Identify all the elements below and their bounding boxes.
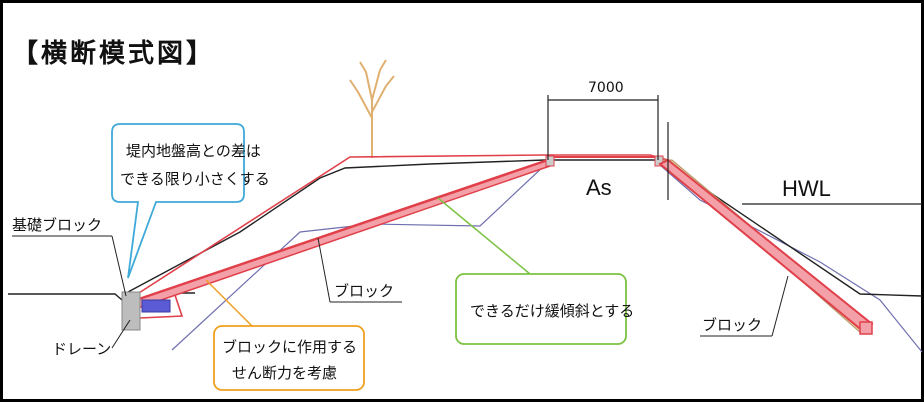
callout-blue-line-2: できる限り小さくする — [120, 170, 270, 188]
crest-block-right — [654, 155, 664, 167]
label-block-center: ブロック — [334, 282, 394, 300]
revetment-riverside — [658, 158, 874, 335]
label-foundation-block: 基礎ブロック — [12, 216, 102, 234]
callout-green: できるだけ緩傾斜とする — [437, 197, 634, 345]
callout-blue: 堤内地盤高との差は できる限り小さくする — [111, 123, 270, 279]
drain — [141, 299, 171, 313]
callout-orange-line-2: せん断力を考慮 — [232, 364, 337, 382]
label-block-right: ブロック — [702, 316, 762, 334]
dimension-label: 7000 — [588, 80, 624, 96]
label-as: As — [586, 175, 612, 200]
callout-blue-line-1: 堤内地盤高との差は — [126, 142, 261, 160]
dimension-7000 — [547, 95, 669, 200]
label-drain: ドレーン — [52, 340, 111, 358]
foundation-block — [121, 291, 141, 331]
crest-block-left — [545, 155, 555, 167]
callout-orange: ブロックに作用する せん断力を考慮 — [205, 279, 365, 391]
callout-green-text: できるだけ緩傾斜とする — [470, 302, 634, 320]
label-hwl: HWL — [782, 176, 831, 201]
callout-orange-line-1: ブロックに作用する — [222, 338, 357, 356]
tree-icon — [349, 59, 395, 158]
diagram-title: 【横断模式図】 — [12, 38, 215, 69]
